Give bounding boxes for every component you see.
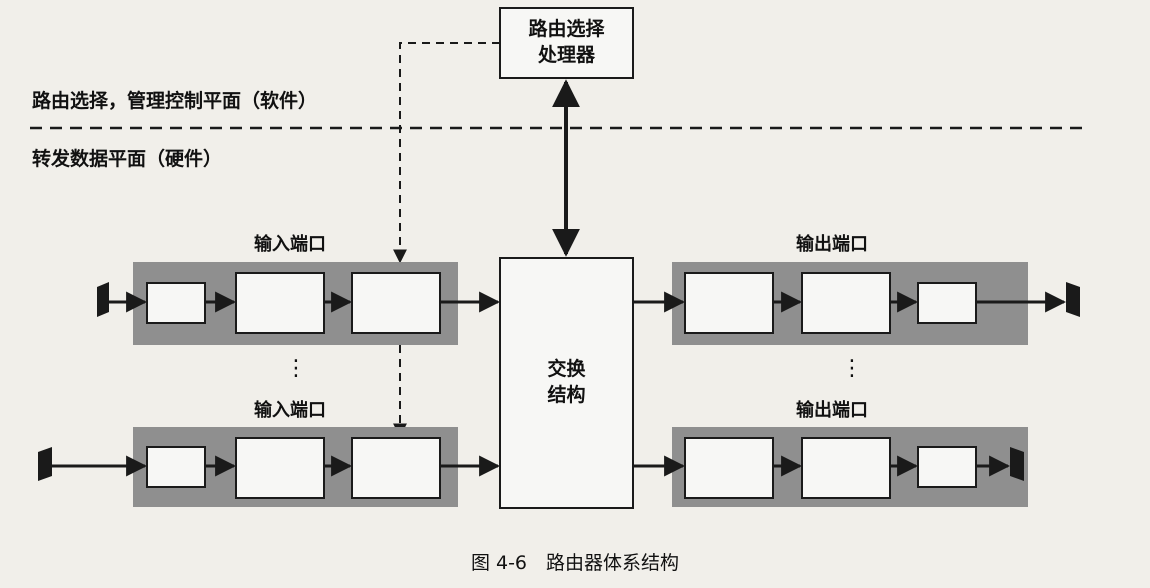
output-ellipsis: ⋮ [841, 356, 863, 381]
input-connector-top-icon [97, 282, 109, 317]
output-port-top-label: 输出端口 [796, 234, 868, 255]
input-top-stage-3 [351, 272, 441, 334]
input-port-top-label: 输入端口 [254, 234, 326, 255]
switch-fabric-label: 交换 结构 [500, 356, 633, 408]
input-connector-bottom-icon [38, 447, 52, 481]
input-bottom-stage-2 [235, 437, 325, 499]
routing-processor-box [499, 7, 634, 79]
input-bottom-stage-3 [351, 437, 441, 499]
control-path-dashed [393, 42, 500, 264]
data-plane-label: 转发数据平面（硬件） [32, 148, 223, 170]
input-ellipsis: ⋮ [285, 356, 307, 381]
output-connector-bottom-icon [1010, 447, 1024, 481]
switch-fabric-label-line1: 交换 [547, 358, 586, 380]
output-bottom-stage-2 [801, 437, 891, 499]
switch-fabric-label-line2: 结构 [547, 384, 586, 406]
input-port-bottom-label: 输入端口 [254, 400, 326, 421]
switch-fabric-box [499, 257, 634, 509]
routing-processor-label-line1: 路由选择 [528, 18, 605, 40]
control-plane-label: 路由选择，管理控制平面（软件） [32, 90, 318, 112]
output-top-stage-1 [684, 272, 774, 334]
input-top-stage-2 [235, 272, 325, 334]
output-top-stage-3 [917, 282, 977, 324]
output-bottom-stage-3 [917, 446, 977, 488]
output-bottom-stage-1 [684, 437, 774, 499]
output-top-stage-2 [801, 272, 891, 334]
routing-processor-label-line2: 处理器 [537, 44, 595, 66]
output-connector-top-icon [1066, 282, 1080, 317]
input-bottom-stage-1 [146, 446, 206, 488]
input-top-stage-1 [146, 282, 206, 324]
figure-caption: 图 4-6 路由器体系结构 [470, 552, 680, 574]
routing-processor-label: 路由选择 处理器 [500, 16, 633, 68]
output-port-bottom-label: 输出端口 [796, 400, 868, 421]
